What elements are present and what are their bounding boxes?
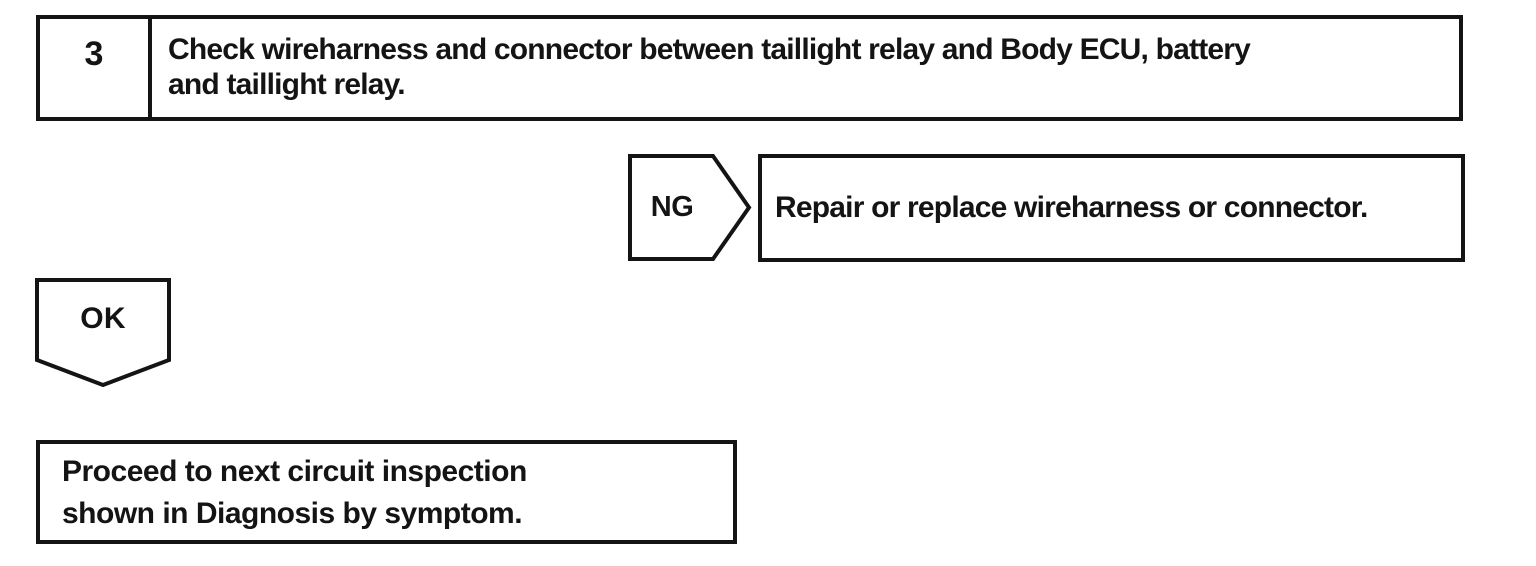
ng-label: NG xyxy=(650,191,694,223)
ok-label: OK xyxy=(80,302,126,335)
ok-result-line1: Proceed to next circuit inspection xyxy=(62,455,527,488)
step-box: 3 Check wireharness and connector betwee… xyxy=(36,15,1463,121)
step-instruction: Check wireharness and connector between … xyxy=(152,19,1258,117)
step-number: 3 xyxy=(40,19,152,117)
ok-result-line2: shown in Diagnosis by symptom. xyxy=(62,497,523,530)
ng-connector: NG xyxy=(628,154,752,261)
ng-action-box: Repair or replace wireharness or connect… xyxy=(758,154,1465,262)
ng-pentagon-icon xyxy=(628,154,752,261)
step-instruction-line2: and taillight relay. xyxy=(168,68,406,101)
step-instruction-line1: Check wireharness and connector between … xyxy=(168,33,1251,66)
ok-result-box: Proceed to next circuit inspection shown… xyxy=(36,440,737,544)
ok-connector: OK xyxy=(35,278,171,387)
ok-pentagon-icon xyxy=(35,278,171,387)
ng-action-text: Repair or replace wireharness or connect… xyxy=(775,191,1368,224)
